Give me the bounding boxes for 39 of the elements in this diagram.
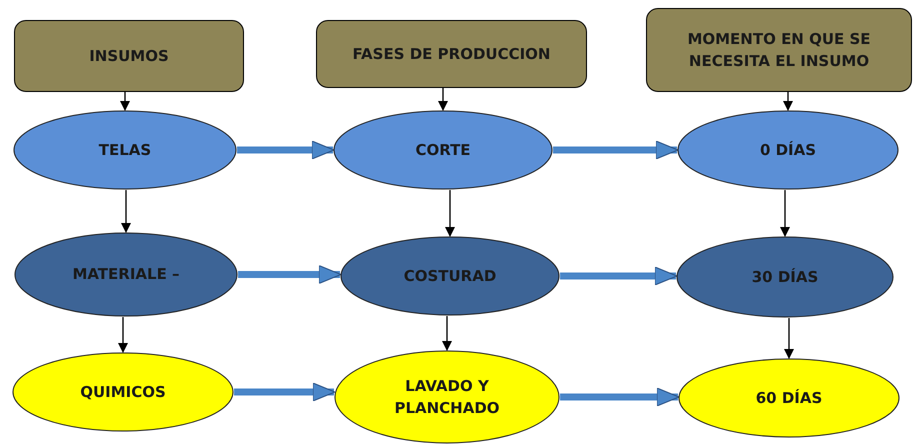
arrow xyxy=(783,92,793,111)
process-ellipse xyxy=(340,236,560,316)
node-label: CORTE xyxy=(415,140,471,161)
arrow xyxy=(237,140,334,160)
arrow xyxy=(238,265,342,284)
arrow xyxy=(234,382,336,402)
process-ellipse xyxy=(677,110,899,190)
arrow xyxy=(560,266,678,286)
node-label: TELAS xyxy=(98,140,152,161)
arrow xyxy=(780,190,790,237)
arrow xyxy=(553,140,678,160)
process-ellipse xyxy=(678,358,900,438)
node-label: COSTURAD xyxy=(404,266,496,287)
arrow xyxy=(560,388,680,406)
node-label: QUIMICOS xyxy=(80,382,166,403)
node-label: 30 DÍAS xyxy=(752,266,818,288)
arrow xyxy=(445,190,455,237)
process-ellipse xyxy=(334,350,560,444)
node-label: 0 DÍAS xyxy=(760,140,816,161)
arrow xyxy=(120,92,130,111)
node-label: FASES DE PRODUCCION xyxy=(352,44,550,65)
process-ellipse xyxy=(676,236,894,318)
node-label: INSUMOS xyxy=(89,46,169,67)
node-label: LAVADO Y PLANCHADO xyxy=(393,376,501,419)
arrow xyxy=(784,318,794,359)
process-ellipse xyxy=(13,110,237,190)
arrow xyxy=(121,190,131,233)
node-label: MOMENTO EN QUE SE NECESITA EL INSUMO xyxy=(686,28,872,72)
arrow xyxy=(442,316,452,351)
arrow xyxy=(438,88,448,111)
node-label: MATERIALE – xyxy=(72,264,180,286)
header-box xyxy=(316,20,587,88)
header-box xyxy=(14,20,244,92)
process-ellipse xyxy=(12,352,234,432)
process-ellipse xyxy=(14,232,238,317)
arrow xyxy=(118,317,128,353)
header-box xyxy=(646,8,912,92)
process-ellipse xyxy=(333,110,553,190)
node-label: 60 DÍAS xyxy=(756,388,822,409)
